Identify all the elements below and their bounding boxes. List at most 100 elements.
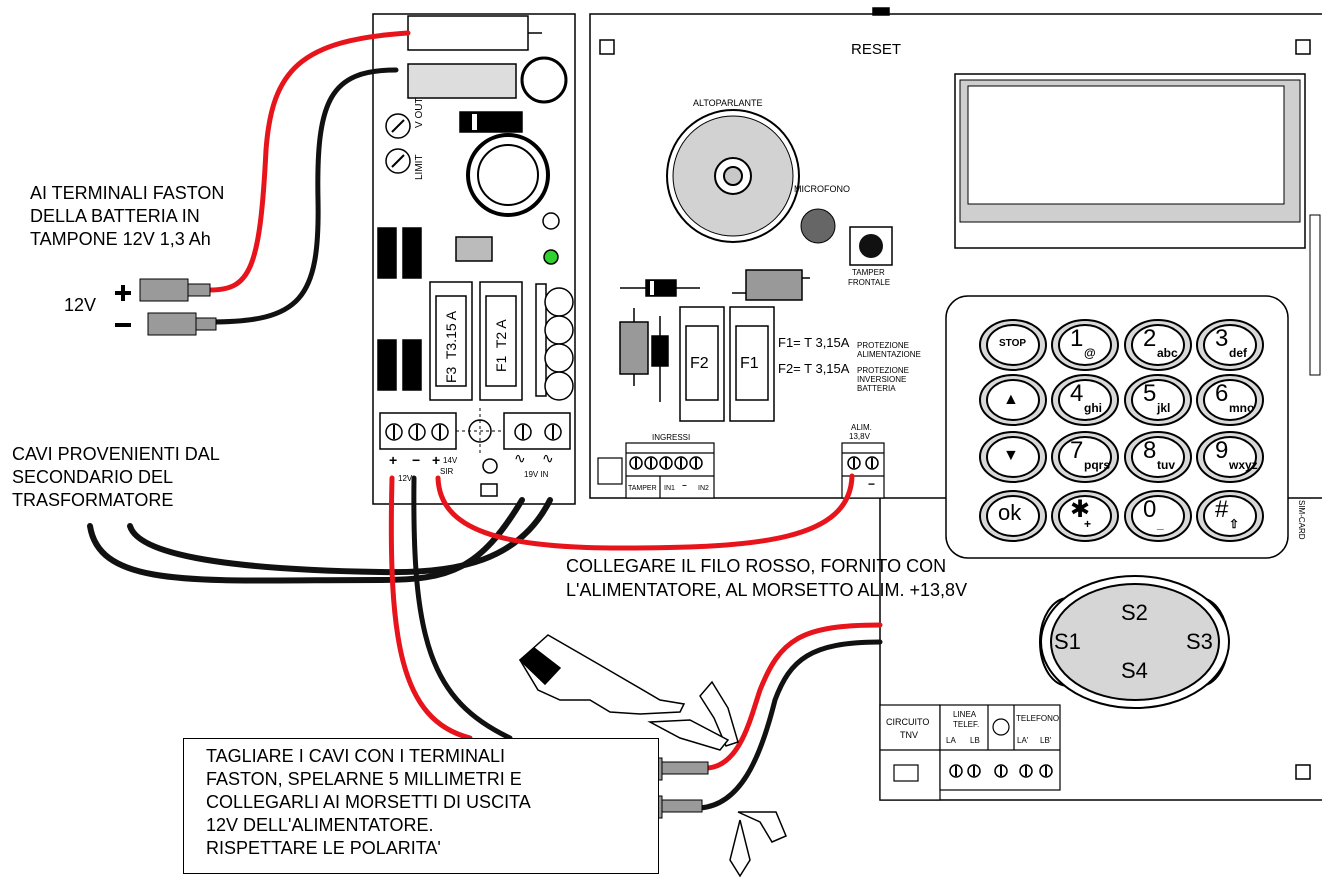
alim-voltage-label: 13,8V <box>849 432 870 441</box>
simcard-label: SIM-CARD <box>1297 500 1306 540</box>
microphone-label: MICROFONO <box>794 184 850 194</box>
keypad-key-number: 8 <box>1143 437 1157 464</box>
stop-label: STOP <box>999 338 1027 349</box>
keypad-key-number: 3 <box>1215 325 1229 352</box>
keypad-key-face[interactable] <box>1058 324 1112 366</box>
f1-sub1-label: PROTEZIONE <box>857 341 910 350</box>
f1-desc-label: F1= T 3,15A <box>778 335 850 350</box>
battery-voltage-label: 12V <box>64 295 97 315</box>
keypad-key-number: 6 <box>1215 380 1229 407</box>
keypad-key-letters: tuv <box>1157 458 1175 472</box>
keypad-key-face[interactable] <box>1058 436 1112 478</box>
tamper-switch <box>849 226 893 266</box>
cut-note-line-1: TAGLIARE I CAVI CON I TERMINALI <box>206 746 506 766</box>
tnv-label: TNV <box>900 730 918 740</box>
alim-minus: − <box>868 477 876 491</box>
keypad-key-face[interactable] <box>1131 436 1185 478</box>
psu-limit-label: LIMIT <box>414 154 425 180</box>
circuito-label: CIRCUITO <box>886 717 930 727</box>
keypad-key-face[interactable] <box>1203 495 1257 537</box>
psu-vout-label: V OUT <box>414 97 425 128</box>
tamper-label: TAMPER <box>852 268 885 277</box>
keypad-key-letters: mno <box>1229 401 1255 415</box>
keypad-key-letters: @ <box>1084 346 1096 360</box>
keypad-key-letters: jkl <box>1157 401 1171 415</box>
sim-connector <box>1309 214 1321 376</box>
ingressi-terminal-block <box>597 442 885 499</box>
ingressi-tamper-label: TAMPER <box>628 485 657 492</box>
keypad-key-number: 7 <box>1070 437 1084 464</box>
ingressi-screws <box>629 456 879 470</box>
phone-terminal-block <box>879 704 1061 801</box>
lb2-label: LB' <box>1040 736 1052 745</box>
lcd-display <box>954 73 1306 249</box>
connect-note-line-1: COLLEGARE IL FILO ROSSO, FORNITO CON <box>566 556 947 576</box>
f2-sub1-label: PROTEZIONE <box>857 366 910 375</box>
la-label: LA <box>946 736 956 745</box>
f2-desc-label: F2= T 3,15A <box>778 361 850 376</box>
ingressi-minus: − <box>682 481 687 490</box>
keypad-key-letters: ghi <box>1084 401 1102 415</box>
psu-19v-label: 19V IN <box>524 470 549 479</box>
keypad-key-face[interactable] <box>1203 379 1257 421</box>
alim-label: ALIM. <box>851 423 872 432</box>
f1-sub2-label: ALIMENTAZIONE <box>857 350 921 359</box>
reset-label: RESET <box>851 41 902 58</box>
ingressi-label: INGRESSI <box>652 433 691 442</box>
cut-note-line-5: RISPETTARE LE POLARITA' <box>206 838 441 858</box>
keypad-key-number: 2 <box>1143 325 1157 352</box>
arrow-up-icon: ▲ <box>1003 391 1019 408</box>
lb-label: LB <box>970 736 980 745</box>
psu-board <box>372 13 576 505</box>
ok-label: ok <box>998 500 1022 525</box>
microphone <box>800 208 836 244</box>
battery-note-line-3: TAMPONE 12V 1,3 Ah <box>30 229 211 249</box>
scenario-key-s3-label: S3 <box>1186 629 1213 654</box>
speaker-label: ALTOPARLANTE <box>693 98 763 108</box>
keypad-key-face[interactable] <box>986 436 1040 478</box>
keypad-key-face[interactable] <box>1058 495 1112 537</box>
keypad-key-face[interactable] <box>986 495 1040 537</box>
scenario-key-s2-label: S2 <box>1121 600 1148 625</box>
f2-sub2-label: INVERSIONE <box>857 375 907 384</box>
keypad-key-letters: + <box>1084 517 1092 531</box>
psu-12v-plus: + <box>389 452 398 468</box>
frontale-label: FRONTALE <box>848 278 891 287</box>
psu-ac-tilde-1: ∿ <box>514 450 526 466</box>
keypad-key-letters: _ <box>1157 517 1164 531</box>
battery-note-line-2: DELLA BATTERIA IN <box>30 206 200 226</box>
keypad-key-face[interactable] <box>1058 379 1112 421</box>
scenario-keys <box>1040 575 1230 709</box>
psu-sir-label: SIR <box>440 467 454 476</box>
psu-dashed-ground <box>456 408 504 455</box>
la2-label: LA' <box>1017 736 1029 745</box>
keypad-key-number: 0 <box>1143 496 1157 523</box>
keypad-key-face[interactable] <box>1131 495 1185 537</box>
scenario-key-s4-label: S4 <box>1121 658 1148 683</box>
cables-note-line-3: TRASFORMATORE <box>12 490 174 510</box>
ingressi-in1-label: IN1 <box>664 485 675 492</box>
psu-screws <box>385 423 562 441</box>
cables-note-line-2: SECONDARIO DEL <box>12 467 174 487</box>
keypad-key-number: 5 <box>1143 380 1157 407</box>
keypad-key-face[interactable] <box>1131 379 1185 421</box>
keypad-key-face[interactable] <box>1203 436 1257 478</box>
arrow-down-icon: ▼ <box>1003 447 1019 464</box>
cables-note-line-1: CAVI PROVENIENTI DAL <box>12 444 220 464</box>
keypad-key-face[interactable] <box>986 324 1040 366</box>
panel-fuse-f1-label: F1 <box>740 355 759 372</box>
keypad-key-letters: abc <box>1157 346 1178 360</box>
plus-minus-symbols <box>115 285 131 327</box>
keypad-key-face[interactable] <box>1131 324 1185 366</box>
cut-note-line-3: COLLEGARLI AI MORSETTI DI USCITA <box>206 792 531 812</box>
cut-note-line-4: 12V DELL'ALIMENTATORE. <box>206 815 434 835</box>
psu-fuse-f3-label: F3 T3.15 A <box>443 310 459 383</box>
keypad-key-face[interactable] <box>986 379 1040 421</box>
keypad-key-number: # <box>1215 496 1229 523</box>
scenario-key-s1-label: S1 <box>1054 629 1081 654</box>
keypad-key-number: 9 <box>1215 437 1229 464</box>
keypad-key-number: ✱ <box>1070 496 1091 523</box>
keypad-key-face[interactable] <box>1203 324 1257 366</box>
keypad-key-letters: pqrs <box>1084 458 1111 472</box>
keypad-key-letters: wxyz <box>1229 458 1258 472</box>
